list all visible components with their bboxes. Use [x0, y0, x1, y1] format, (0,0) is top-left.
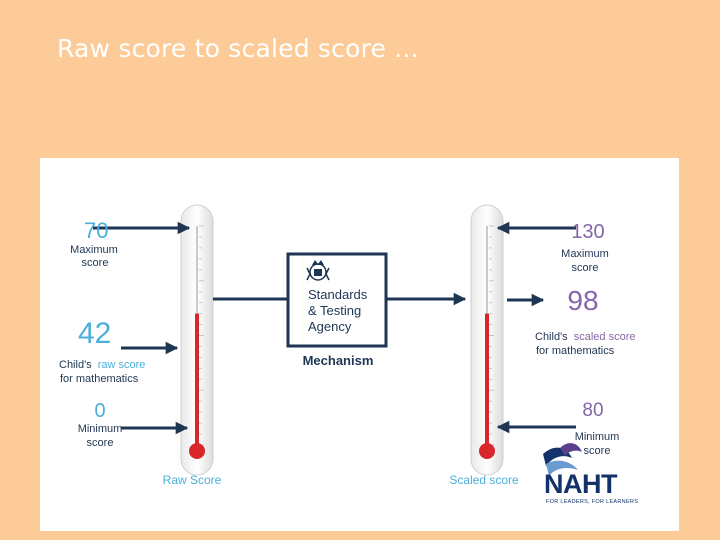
scaled-min-label-2: score — [584, 445, 611, 457]
royal-crest-icon — [306, 260, 330, 281]
raw-caption: Raw Score — [163, 473, 222, 487]
scaled-max-value: 130 — [571, 221, 604, 243]
scaled-min-label-1: Minimum — [575, 431, 620, 443]
raw-max-label-2: score — [82, 257, 109, 269]
scaled-child-value: 98 — [567, 285, 598, 316]
sta-logo-box — [286, 252, 388, 348]
naht-logo-tagline: FOR LEADERS, FOR LEARNERS — [546, 499, 638, 505]
slide-title: Raw score to scaled score ... — [57, 34, 419, 63]
scaled-child-label-prefix: Child's — [535, 331, 568, 343]
sta-line-2: & Testing — [308, 303, 361, 318]
mechanism-caption: Mechanism — [303, 353, 374, 368]
scaled-child-label-1: Child's scaled score — [535, 331, 636, 343]
scaled-child-label-2: for mathematics — [536, 345, 615, 357]
raw-bulb — [189, 443, 205, 459]
raw-min-label-1: Minimum — [78, 423, 123, 435]
raw-child-label-1: Child's raw score — [59, 359, 145, 371]
raw-min-value: 0 — [94, 400, 105, 422]
raw-to-scaled-diagram: 70 Maximum score 42 Child's raw score fo… — [59, 204, 638, 505]
raw-child-label-highlight: raw score — [98, 359, 146, 371]
scaled-child-label-highlight: scaled score — [574, 331, 636, 343]
sta-line-1: Standards — [308, 287, 368, 302]
scaled-bulb — [479, 443, 495, 459]
scaled-thermometer — [470, 204, 504, 476]
raw-min-label-2: score — [87, 437, 114, 449]
naht-logo: NAHT FOR LEADERS, FOR LEARNERS — [543, 443, 638, 505]
raw-child-label-prefix: Child's — [59, 359, 92, 371]
scaled-max-label-1: Maximum — [561, 248, 609, 260]
raw-max-value: 70 — [84, 218, 108, 243]
scaled-max-label-2: score — [572, 262, 599, 274]
naht-logo-text: NAHT — [544, 469, 618, 499]
raw-thermometer — [180, 204, 214, 476]
sta-line-3: Agency — [308, 319, 352, 334]
scaled-min-value: 80 — [582, 400, 603, 421]
raw-max-label-1: Maximum — [70, 244, 118, 256]
raw-child-value: 42 — [78, 317, 111, 350]
raw-child-label-2: for mathematics — [60, 373, 139, 385]
diagram-panel: 70 Maximum score 42 Child's raw score fo… — [40, 158, 679, 531]
scaled-caption: Scaled score — [449, 473, 519, 487]
